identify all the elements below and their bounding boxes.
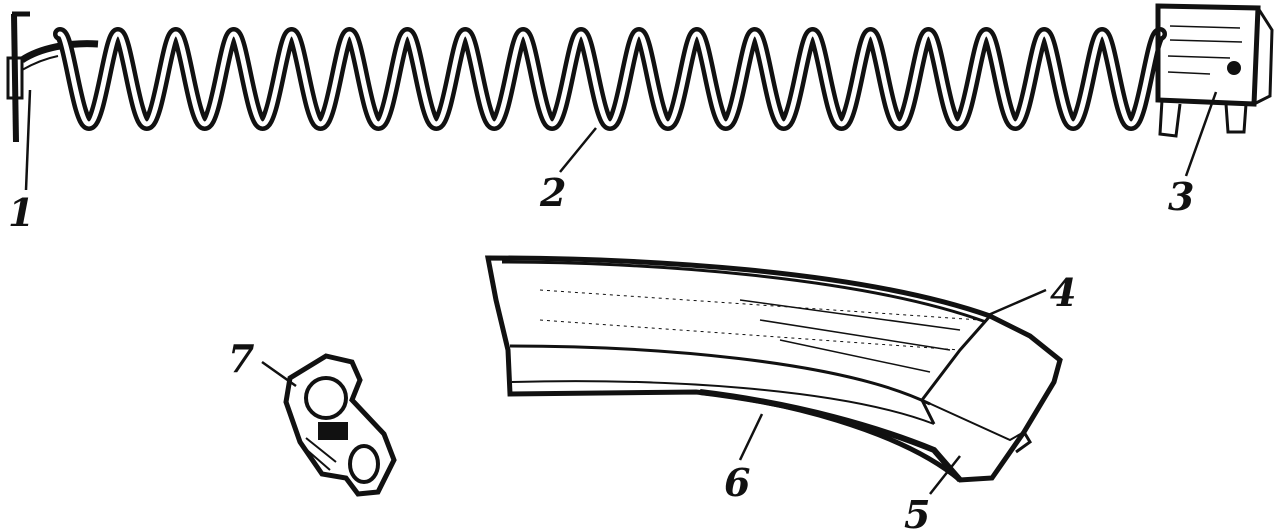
part-1-spring-end <box>6 11 99 143</box>
leader-4 <box>985 288 1047 318</box>
leader-6 <box>738 413 764 461</box>
part-2-spring <box>53 27 1167 131</box>
leader-2 <box>559 127 597 173</box>
callout-labels: 1 2 3 4 5 6 7 <box>8 170 1194 532</box>
callout-6: 6 <box>724 460 750 505</box>
leader-lines <box>24 89 1218 495</box>
callout-4: 4 <box>1050 270 1076 315</box>
callout-7: 7 <box>228 336 254 381</box>
part-3-follower <box>1155 3 1274 138</box>
leader-1 <box>24 89 32 191</box>
leader-5 <box>929 455 961 495</box>
leader-3 <box>1184 91 1218 177</box>
part-6-magazine-body <box>484 255 1063 483</box>
part-7-latch <box>283 353 397 497</box>
callout-3: 3 <box>1168 174 1194 219</box>
callout-1: 1 <box>8 190 34 235</box>
callout-2: 2 <box>539 170 566 215</box>
leader-7 <box>261 360 297 388</box>
callout-5: 5 <box>904 492 930 532</box>
